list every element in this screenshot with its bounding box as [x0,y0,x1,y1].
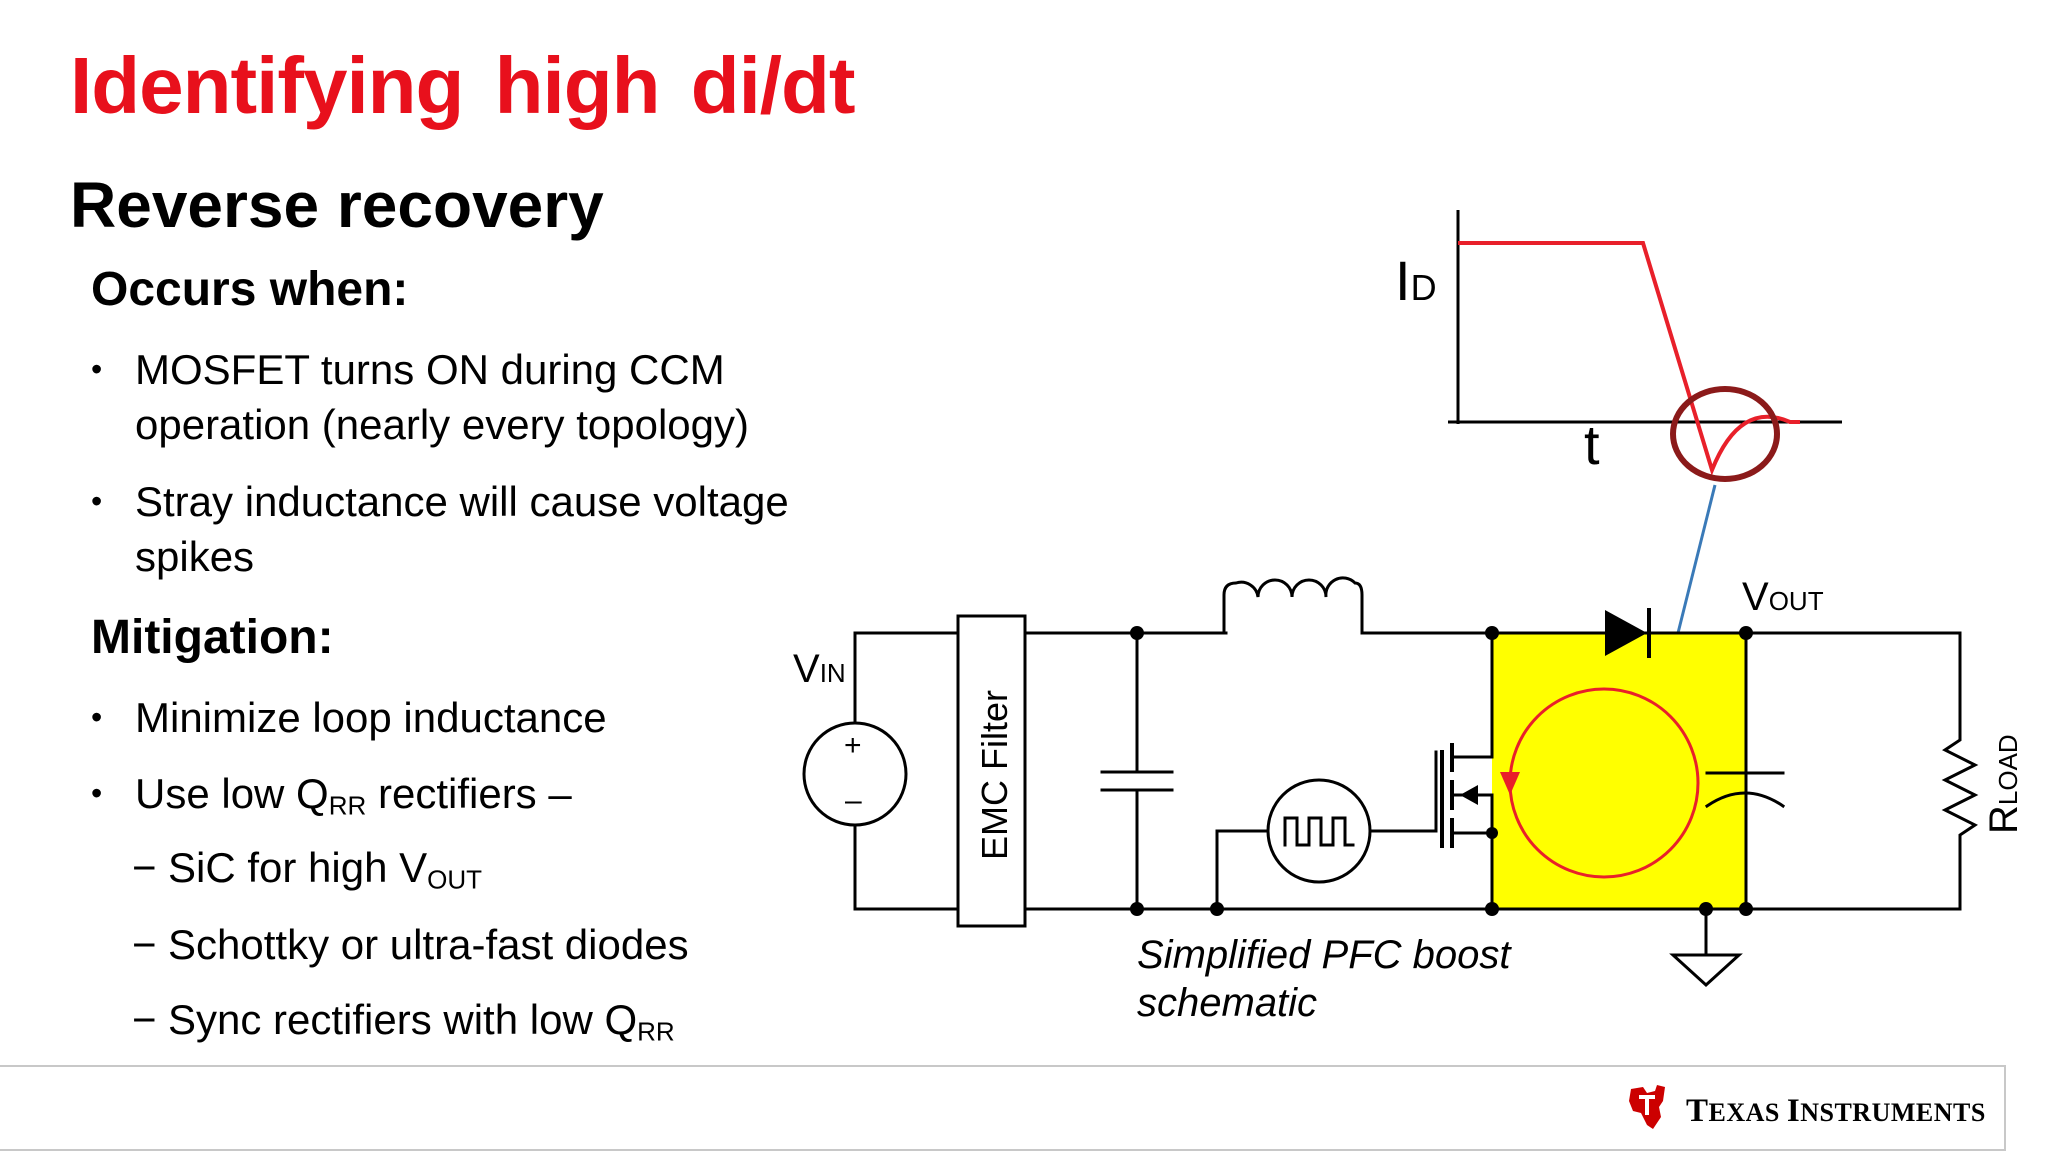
company-name: TEXAS INSTRUMENTS [1686,1093,1986,1129]
time-label: t [1584,413,1600,476]
list-item: SiC for high VOUT [132,840,689,895]
list-item: Use low QRR rectifiers – [91,766,607,821]
pfc-boost-schematic: + – VIN EMC Filter RLOAD [793,575,2026,1025]
boost-diode [1605,610,1647,656]
subscript: RR [637,1016,675,1047]
id-label: ID [1395,249,1437,312]
junction-dot [1486,827,1498,839]
bullet-text: Minimize loop inductance [135,694,607,741]
schematic-caption: Simplified PFC boost [1137,933,1512,977]
loop-direction-arrow [1500,772,1520,795]
bullet-text: MOSFET turns ON during CCM [135,346,725,393]
recovery-highlight-circle [1670,386,1780,482]
diode-current-trace [1458,241,1800,477]
reverse-recovery-waveform: ID t [1395,210,1842,705]
pwm-source [1266,778,1372,884]
subscript: RR [328,790,367,821]
ti-logo-icon [1629,1085,1665,1129]
load-resistor [1941,631,1979,911]
vin-label: VIN [793,647,846,691]
plus-sign: + [844,729,862,762]
rload-label: RLOAD [1982,734,2026,834]
junction-dot [1485,902,1499,916]
bullet-text: Use low Q [135,770,329,817]
square-wave-icon [1283,816,1355,847]
bullet-text: operation (nearly every topology) [135,401,750,448]
list-item: Stray inductance will cause voltage spik… [91,474,789,584]
junction-dot [1130,902,1144,916]
footer-bar [0,1065,2006,1151]
junction-dot [1699,902,1713,916]
mitigation-sublist: SiC for high VOUT Schottky or ultra-fast… [132,840,689,1047]
subitem-text: Sync rectifiers with low Q [168,996,638,1043]
junction-dot [1130,626,1144,640]
mitigation-list: Minimize loop inductance Use low QRR rec… [91,690,607,821]
subitem-text: Schottky or ultra-fast diodes [168,921,689,968]
section-subtitle: Reverse recovery [70,169,604,241]
junction-dot [1739,902,1753,916]
list-item: Minimize loop inductance [91,690,607,745]
junction-dot [1739,626,1753,640]
occurs-list: MOSFET turns ON during CCM operation (ne… [91,342,789,584]
vout-label: VOUT [1742,575,1824,619]
mitigation-heading: Mitigation: [91,611,334,664]
mosfet-arrow [1460,785,1478,805]
bullet-text: Stray inductance will cause voltage [135,478,789,525]
junction-dot [1485,626,1499,640]
subitem-text: SiC for high V [168,844,428,891]
emc-filter-label: EMC Filter [974,690,1015,860]
emc-filter-block [956,614,1027,928]
list-item: MOSFET turns ON during CCM operation (ne… [91,342,789,452]
list-item: Schottky or ultra-fast diodes [132,917,689,972]
voltage-source [802,721,908,827]
minus-sign: – [845,784,862,817]
ground-symbol [1669,953,1743,988]
schematic-caption: schematic [1137,981,1317,1025]
junction-dot [1210,902,1224,916]
high-didt-loop-highlight [1492,633,1746,909]
slide-title: Identifying high di/dt [70,41,856,130]
bullet-text: spikes [135,533,255,580]
bullet-text: rectifiers – [366,770,572,817]
list-item: Sync rectifiers with low QRR [132,992,689,1047]
boost-inductor [1222,576,1364,635]
subscript: OUT [427,864,483,895]
occurs-heading: Occurs when: [91,263,409,316]
